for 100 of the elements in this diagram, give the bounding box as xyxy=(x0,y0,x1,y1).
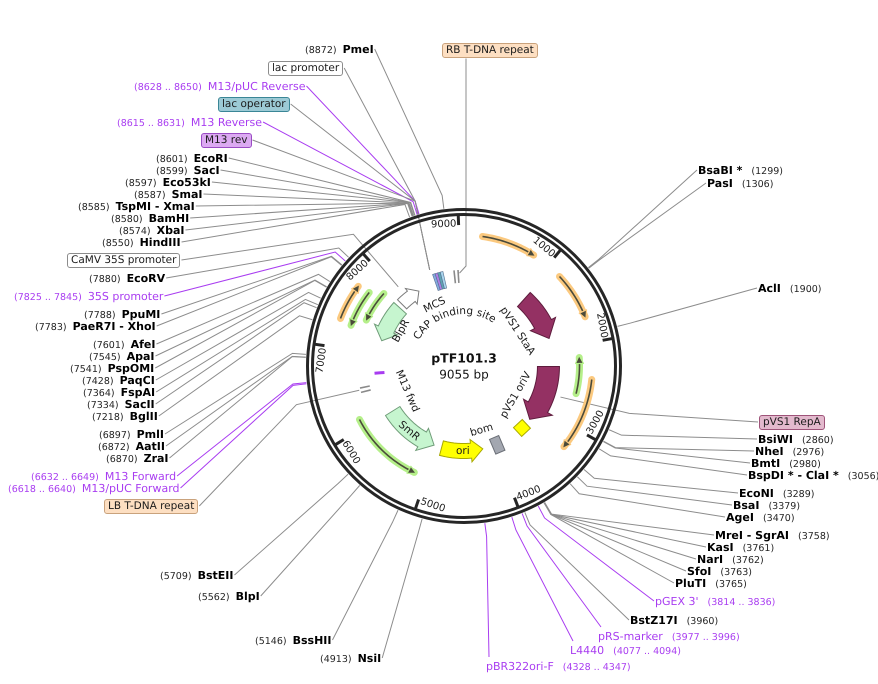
site-position: (8587) xyxy=(134,190,166,201)
feature-tag: pVS1 RepA xyxy=(759,414,825,430)
primer-name: L4440 xyxy=(570,644,604,657)
enzyme-name: MreI - SgrAI xyxy=(715,529,789,542)
primer-position: (4077 .. 4094) xyxy=(613,646,681,657)
site-position: (3763) xyxy=(720,567,752,578)
enzyme-name: BssHII xyxy=(292,634,332,647)
enzyme-name: PpuMI xyxy=(122,308,160,321)
enzyme-name: NsiI xyxy=(358,652,382,665)
leader-line xyxy=(524,512,630,620)
leader-line xyxy=(184,202,413,230)
leader-line xyxy=(252,140,430,270)
leader-line xyxy=(260,484,360,596)
site-position: (3289) xyxy=(782,489,814,500)
site-position: (7545) xyxy=(89,352,121,363)
leader-line xyxy=(160,256,342,314)
site-position: (7788) xyxy=(84,310,116,321)
enzyme-name: AfeI xyxy=(130,338,156,351)
leader-line xyxy=(156,298,318,392)
primer-position: (7825 .. 7845) xyxy=(14,292,82,303)
primer-position: (3814 .. 3836) xyxy=(708,597,776,608)
primer-name: 35S promoter xyxy=(88,290,164,303)
enzyme-name: ApaI xyxy=(126,350,154,363)
primer-position: (3977 .. 3996) xyxy=(672,632,740,643)
leader-line xyxy=(608,429,758,440)
feature-mark xyxy=(452,269,460,284)
site-position: (1299) xyxy=(751,166,784,177)
feature-block xyxy=(396,286,420,310)
enzyme-name: BmtI xyxy=(751,457,780,470)
site-position: (8585) xyxy=(78,202,110,213)
enzyme-name: TspMI - XmaI xyxy=(116,200,195,213)
enzyme-name: SmaI xyxy=(172,188,202,201)
leader-line xyxy=(544,502,674,584)
tick-label: 3000 xyxy=(584,408,607,436)
leader-line xyxy=(598,448,748,476)
primer-position: (8628 .. 8650) xyxy=(134,82,202,93)
primer-position: (4328 .. 4347) xyxy=(562,662,631,673)
leader-line xyxy=(211,182,415,216)
leader-line xyxy=(332,510,399,640)
feature-label: bom xyxy=(469,421,496,439)
enzyme-name: KasI xyxy=(707,541,734,554)
enzyme-name: SfoI xyxy=(687,565,712,578)
enzyme-name: BsiWI xyxy=(758,433,793,446)
site-position: (6897) xyxy=(99,430,131,441)
site-position: (8872) xyxy=(305,45,337,56)
site-position: (7541) xyxy=(70,364,102,375)
leader-line xyxy=(544,502,696,560)
enzyme-name: PmlI xyxy=(136,428,164,441)
leader-line xyxy=(228,158,416,216)
site-position: (6870) xyxy=(106,454,138,465)
enzyme-name: EcoRV xyxy=(126,272,166,285)
feature-label: ori xyxy=(456,444,470,457)
leader-line xyxy=(616,288,758,327)
enzyme-name: BamHI xyxy=(148,212,190,225)
orf-indicator xyxy=(345,288,374,332)
site-position: (3470) xyxy=(762,513,795,524)
leader-line xyxy=(570,483,726,518)
leader-line xyxy=(544,502,686,572)
site-position: (8550) xyxy=(102,238,134,249)
site-position: (7334) xyxy=(87,400,119,411)
leader-line xyxy=(198,390,360,506)
site-position: (6872) xyxy=(98,442,130,453)
leader-line xyxy=(588,170,698,268)
tick-label: 9000 xyxy=(430,218,457,230)
site-position: (8580) xyxy=(111,214,143,225)
enzyme-name: PmeI xyxy=(342,43,374,56)
leader-line xyxy=(458,58,466,274)
enzyme-name: BsaBI * xyxy=(698,164,742,177)
tick-label: 7000 xyxy=(314,346,329,374)
site-position: (7783) xyxy=(35,322,67,333)
enzyme-name: SacI xyxy=(194,164,220,177)
enzyme-name: BstZ17I xyxy=(630,614,678,627)
primer-position: (6632 .. 6649) xyxy=(31,472,99,483)
feature-tag: lac operator xyxy=(218,96,290,112)
site-position: (8574) xyxy=(119,226,151,237)
site-position: (8601) xyxy=(156,154,188,165)
primer-name: pBR322ori-F xyxy=(486,660,554,673)
site-position: (7880) xyxy=(89,274,121,285)
leader-line xyxy=(576,476,732,506)
leader-line xyxy=(180,234,399,288)
primer-position: (8615 .. 8631) xyxy=(117,118,185,129)
enzyme-name: EcoRI xyxy=(194,152,228,165)
enzyme-name: HindIII xyxy=(140,236,181,249)
enzyme-name: SacII xyxy=(124,398,155,411)
site-position: (5146) xyxy=(255,636,287,647)
enzyme-name: XbaI xyxy=(156,224,184,237)
leader-line xyxy=(155,302,318,404)
tick-label: 4000 xyxy=(515,484,543,504)
enzyme-name: PspOMI xyxy=(108,362,154,375)
enzyme-name: Eco53kI xyxy=(162,176,211,189)
leader-line xyxy=(602,441,750,464)
enzyme-name: AgeI xyxy=(726,511,754,524)
primer-name: M13/pUC Forward xyxy=(82,482,180,495)
leader-line xyxy=(158,315,313,416)
leader-line xyxy=(234,474,349,576)
enzyme-name: BstEII xyxy=(198,569,234,582)
feature-tag: LB T-DNA repeat xyxy=(104,498,198,514)
site-position: (8599) xyxy=(156,166,188,177)
plasmid-map-circle xyxy=(306,208,622,524)
leader-line xyxy=(511,516,574,642)
